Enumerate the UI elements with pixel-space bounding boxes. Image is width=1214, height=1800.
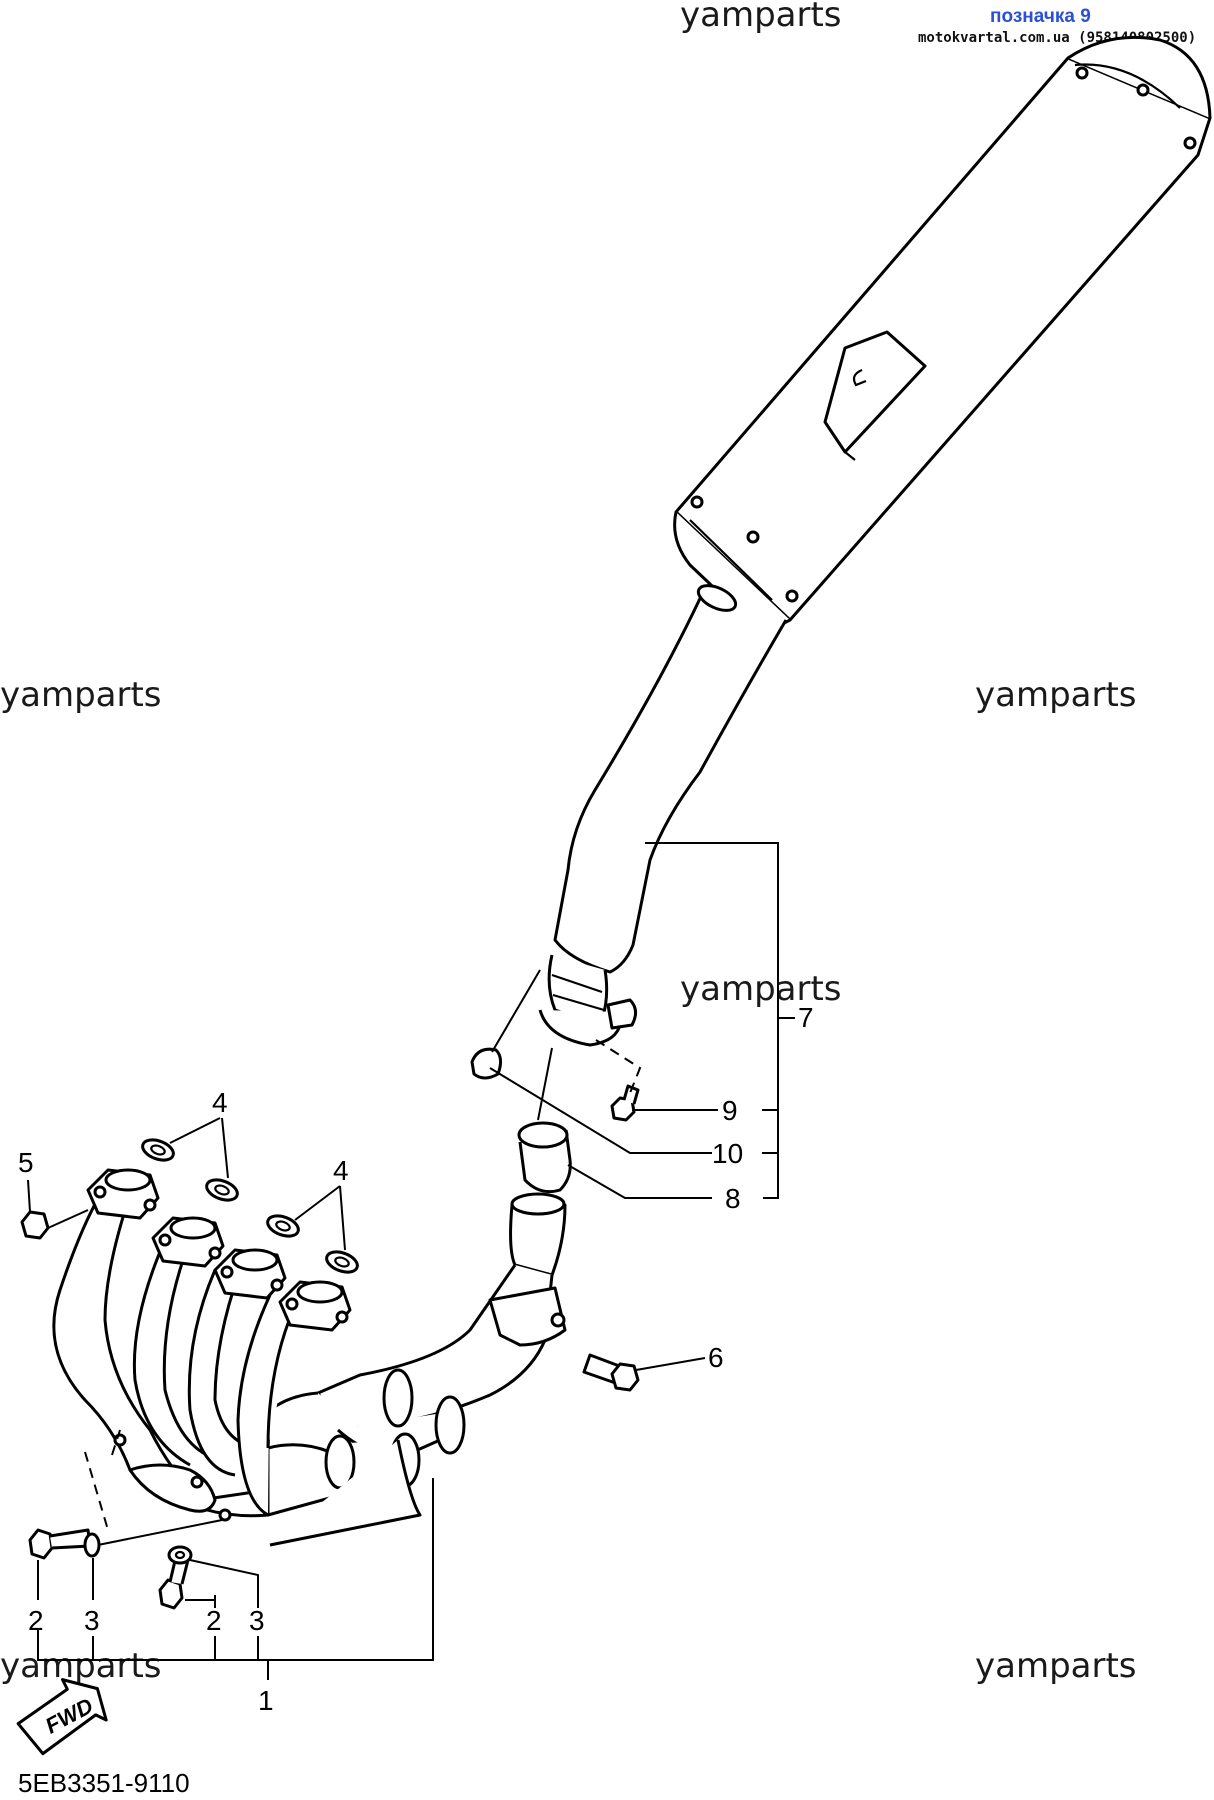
watermark: yamparts — [680, 969, 842, 1009]
grommet — [470, 1047, 503, 1080]
watermark: yamparts — [0, 675, 162, 715]
callout-4: 4 — [333, 1155, 349, 1186]
callout-8: 8 — [725, 1183, 741, 1214]
callout-2: 2 — [206, 1605, 222, 1636]
callout-2: 2 — [28, 1605, 44, 1636]
bolt — [610, 1084, 640, 1122]
header-flange — [151, 1216, 225, 1268]
leader-lines — [27, 842, 795, 1680]
callout-5: 5 — [18, 1147, 34, 1178]
gasket — [141, 1138, 175, 1162]
callout-3: 3 — [84, 1605, 100, 1636]
watermark: yamparts — [975, 675, 1137, 715]
washer — [83, 1532, 101, 1558]
callout-3: 3 — [249, 1605, 265, 1636]
callout-9: 9 — [722, 1095, 738, 1126]
callout-10: 10 — [712, 1138, 743, 1169]
watermark: yamparts — [975, 1646, 1137, 1686]
callout-7: 7 — [798, 1002, 814, 1033]
header-flange — [86, 1168, 160, 1220]
header-flange — [213, 1248, 287, 1300]
callout-6: 6 — [708, 1342, 724, 1373]
gasket — [205, 1178, 239, 1202]
header-flange — [278, 1280, 352, 1332]
watermark: yamparts — [0, 1646, 162, 1686]
bolt — [582, 1353, 640, 1392]
callout-1: 1 — [258, 1685, 274, 1716]
watermark: yamparts — [680, 0, 842, 35]
callout-4: 4 — [212, 1087, 228, 1118]
exhaust-header-assembly — [52, 1168, 567, 1547]
muffler — [673, 35, 1212, 628]
header-label: позначка 9 — [990, 6, 1091, 27]
fwd-arrow-icon: FWD — [16, 1678, 108, 1756]
nut — [20, 1210, 50, 1240]
joint-gasket — [517, 1121, 572, 1194]
link-pipe — [538, 584, 788, 1047]
bolt — [28, 1528, 92, 1560]
washer — [167, 1545, 193, 1565]
gasket — [325, 1250, 359, 1274]
gasket — [266, 1214, 300, 1238]
diagram-code: 5EB3351-9110 — [18, 1768, 190, 1798]
